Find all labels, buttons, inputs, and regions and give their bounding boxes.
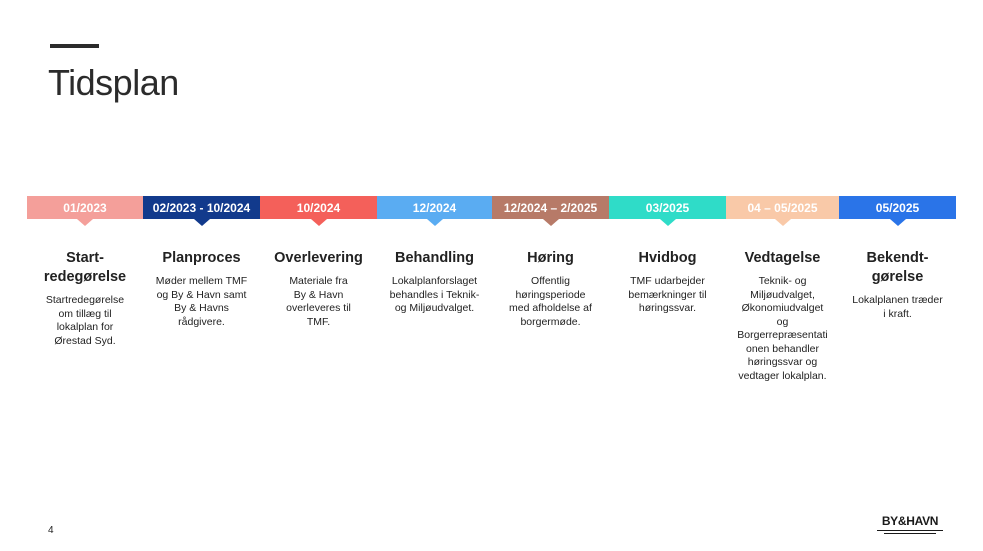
phase-heading: Vedtagelse	[744, 250, 821, 266]
phase-date-bar: 03/2025	[609, 196, 726, 226]
phase-heading: Behandling	[395, 250, 474, 266]
phase-heading: Start- redegørelse	[43, 250, 127, 285]
phase-date-bar: 12/2024 – 2/2025	[492, 196, 609, 226]
phase-horing: 12/2024 – 2/2025 Høring Offentlig høring…	[492, 196, 609, 416]
phase-description: Teknik- og Miljøudvalget, Økonomiudvalge…	[737, 275, 828, 382]
phase-date-bar: 01/2023	[27, 196, 143, 226]
phase-startredegorelse: 01/2023 Start- redegørelse Startredegøre…	[27, 196, 143, 416]
phase-hvidbog: 03/2025 Hvidbog TMF udarbejder bemærknin…	[609, 196, 726, 416]
page-title: Tidsplan	[48, 62, 179, 103]
by-havn-logo: BY&HAVN	[877, 515, 943, 539]
logo-underline	[877, 530, 943, 531]
phase-description: Lokalplanen træder i kraft.	[852, 294, 943, 320]
page-number: 4	[48, 525, 54, 536]
phase-heading: Bekendt- gørelse	[866, 250, 929, 285]
phase-description: Materiale fra By & Havn overleveres til …	[286, 275, 351, 328]
phase-heading: Planproces	[162, 250, 241, 266]
phase-description: Offentlig høringsperiode med afholdelse …	[509, 275, 592, 328]
phase-date-bar: 10/2024	[260, 196, 377, 226]
phase-heading: Overlevering	[274, 250, 363, 266]
logo-underline	[884, 533, 936, 534]
phase-description: Lokalplanforslaget behandles i Teknik- o…	[389, 275, 480, 314]
phase-date-bar: 04 – 05/2025	[726, 196, 839, 226]
phase-behandling: 12/2024 Behandling Lokalplanforslaget be…	[377, 196, 492, 416]
phase-overlevering: 10/2024 Overlevering Materiale fra By & …	[260, 196, 377, 416]
title-accent-line	[50, 44, 99, 48]
phase-description: Startredegørelse om tillæg til lokalplan…	[45, 294, 125, 347]
phase-date-bar: 05/2025	[839, 196, 956, 226]
phase-planproces: 02/2023 - 10/2024 Planproces Møder melle…	[143, 196, 260, 416]
phase-date-bar: 12/2024	[377, 196, 492, 226]
timeline: 01/2023 Start- redegørelse Startredegøre…	[27, 196, 956, 416]
phase-vedtagelse: 04 – 05/2025 Vedtagelse Teknik- og Miljø…	[726, 196, 839, 416]
phase-date-bar: 02/2023 - 10/2024	[143, 196, 260, 226]
phase-description: TMF udarbejder bemærkninger til høringss…	[628, 275, 707, 314]
logo-text: BY&HAVN	[881, 514, 939, 528]
phase-description: Møder mellem TMF og By & Havn samt By & …	[155, 275, 248, 328]
phase-heading: Hvidbog	[638, 250, 697, 266]
phase-heading: Høring	[527, 250, 574, 266]
phase-bekendtgorelse: 05/2025 Bekendt- gørelse Lokalplanen træ…	[839, 196, 956, 416]
